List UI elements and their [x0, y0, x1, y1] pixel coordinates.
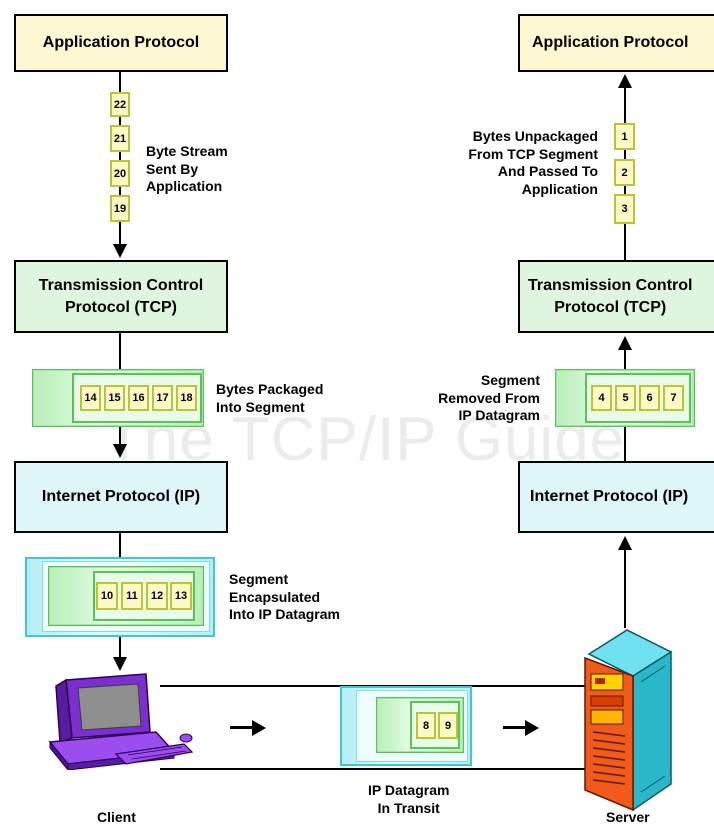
client-tcp-protocol-label: Transmission Control — [38, 276, 204, 294]
server-tcp-protocol-label: Protocol (TCP) — [554, 298, 667, 316]
byte-cell: 17 — [152, 385, 173, 411]
client-application-protocol-label: Application Protocol — [42, 34, 200, 52]
client-tcp-protocol-label: Protocol (TCP) — [65, 298, 177, 316]
connector-line — [119, 637, 121, 659]
server-tower-icon — [584, 629, 673, 812]
client-label: Client — [97, 809, 136, 825]
byte-cell: 15 — [104, 385, 125, 411]
ip-datagram-label: Segment Encapsulated Into IP Datagram — [229, 571, 340, 622]
byte-cell: 8 — [416, 712, 436, 739]
arrow-right — [525, 720, 539, 736]
byte-cell: 20 — [110, 160, 130, 187]
connector-line — [119, 72, 121, 92]
bytes-unpackaged-label: Bytes Unpackaged From TCP Segment And Pa… — [468, 128, 598, 197]
arrow-down — [113, 444, 127, 458]
connector-line — [119, 117, 121, 125]
byte-cell: 21 — [110, 125, 130, 152]
connector-line — [119, 222, 121, 246]
arrow-right — [252, 720, 266, 736]
server-application-protocol-box: Application Protocol — [518, 14, 714, 72]
arrow-up — [618, 536, 632, 550]
connector-line — [624, 86, 626, 123]
byte-cell: 14 — [80, 385, 101, 411]
connector-line — [624, 348, 626, 369]
arrow-down — [113, 244, 127, 258]
client-computer-icon — [48, 673, 194, 770]
byte-cell: 11 — [121, 582, 143, 610]
connector-line — [119, 533, 121, 557]
client-tcp-protocol-box: Transmission Control Protocol (TCP) — [14, 260, 228, 333]
byte-cell: 4 — [591, 385, 612, 411]
byte-cell: 1 — [614, 123, 635, 150]
server-tcp-protocol-label: Transmission Control — [528, 276, 693, 294]
segment-removed-label: Segment Removed From IP Datagram — [438, 372, 540, 423]
tcp-segment-label: Bytes Packaged Into Segment — [216, 381, 324, 415]
connector-line — [119, 333, 121, 369]
client-ip-protocol-box: Internet Protocol (IP) — [14, 461, 228, 533]
connector-line — [119, 152, 121, 160]
arrow-shaft — [230, 726, 254, 729]
byte-cell: 2 — [614, 159, 635, 186]
client-application-protocol-box: Application Protocol — [14, 14, 228, 72]
arrow-shaft — [503, 726, 527, 729]
transit-label: IP Datagram In Transit — [368, 782, 450, 816]
arrow-up — [618, 74, 632, 88]
arrow-down — [113, 657, 127, 671]
server-application-protocol-label: Application Protocol — [532, 34, 689, 52]
server-label: Server — [606, 809, 650, 825]
byte-cell: 19 — [110, 195, 130, 222]
server-tcp-protocol-box: Transmission Control Protocol (TCP) — [518, 260, 714, 333]
byte-cell: 16 — [128, 385, 149, 411]
byte-cell: 6 — [639, 385, 660, 411]
connector-line — [119, 187, 121, 195]
byte-cell: 10 — [96, 582, 118, 610]
byte-stream-label: Byte Stream Sent By Application — [146, 143, 228, 194]
byte-cell: 12 — [146, 582, 168, 610]
connector-line — [624, 186, 626, 194]
connector-line — [624, 427, 626, 461]
connector-line — [624, 224, 626, 260]
byte-cell: 5 — [615, 385, 636, 411]
arrow-up — [618, 336, 632, 350]
network-link-bottom — [160, 768, 600, 770]
server-ip-protocol-box: Internet Protocol (IP) — [518, 461, 714, 533]
byte-cell: 13 — [170, 582, 192, 610]
byte-cell: 7 — [663, 385, 684, 411]
byte-cell: 18 — [176, 385, 197, 411]
byte-cell: 22 — [110, 92, 130, 117]
client-ip-protocol-label: Internet Protocol (IP) — [41, 488, 201, 506]
byte-cell: 3 — [614, 194, 635, 224]
server-ip-protocol-label: Internet Protocol (IP) — [530, 488, 689, 506]
connector-line — [624, 150, 626, 159]
connector-line — [119, 427, 121, 451]
byte-cell: 9 — [438, 712, 458, 739]
connector-line — [624, 548, 626, 628]
